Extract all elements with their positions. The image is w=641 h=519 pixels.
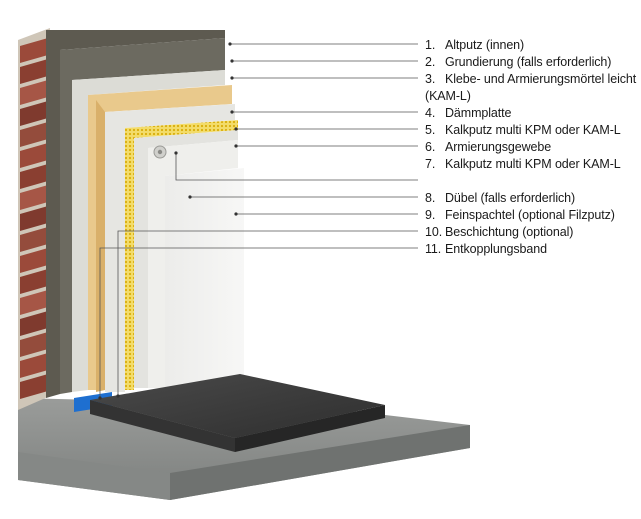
brick <box>20 101 48 126</box>
brick <box>20 185 48 210</box>
leader-lines <box>98 42 418 400</box>
dowel <box>153 145 167 159</box>
brick <box>20 122 48 147</box>
brick <box>20 248 48 273</box>
brick <box>20 374 48 399</box>
brick <box>20 143 48 168</box>
layer-primer <box>60 38 225 394</box>
brick <box>20 332 48 357</box>
brick <box>20 269 48 294</box>
leader-dot-4 <box>230 110 234 114</box>
brick-wall <box>18 28 50 410</box>
leader-dot-10 <box>116 394 120 398</box>
layer-adhesive-mortar <box>72 70 225 392</box>
leader-dot-11 <box>98 396 102 400</box>
brick <box>20 311 48 336</box>
layer-lime-plaster-2 <box>134 130 238 388</box>
leader-dot-5 <box>234 127 238 131</box>
leader-line-11 <box>99 247 418 398</box>
leader-dot-9 <box>234 212 238 216</box>
brick <box>20 59 48 84</box>
leader-dot-8 <box>188 195 192 199</box>
layer-fine-filler <box>148 140 238 388</box>
leader-dot-6 <box>234 144 238 148</box>
leader-line-7 <box>175 153 418 181</box>
brick <box>20 38 48 63</box>
leader-dot-2 <box>230 59 234 63</box>
floor-slab <box>90 374 385 452</box>
brick <box>20 80 48 105</box>
leader-dot-3 <box>230 76 234 80</box>
brick <box>20 353 48 378</box>
brick <box>20 164 48 189</box>
leader-line-10 <box>117 230 418 396</box>
leader-dot-1 <box>228 42 232 46</box>
brick <box>20 206 48 231</box>
leader-dot-7 <box>174 151 178 155</box>
brick <box>20 290 48 315</box>
layer-coating <box>165 168 244 388</box>
brick <box>20 227 48 252</box>
insulation-board-side <box>96 100 105 392</box>
